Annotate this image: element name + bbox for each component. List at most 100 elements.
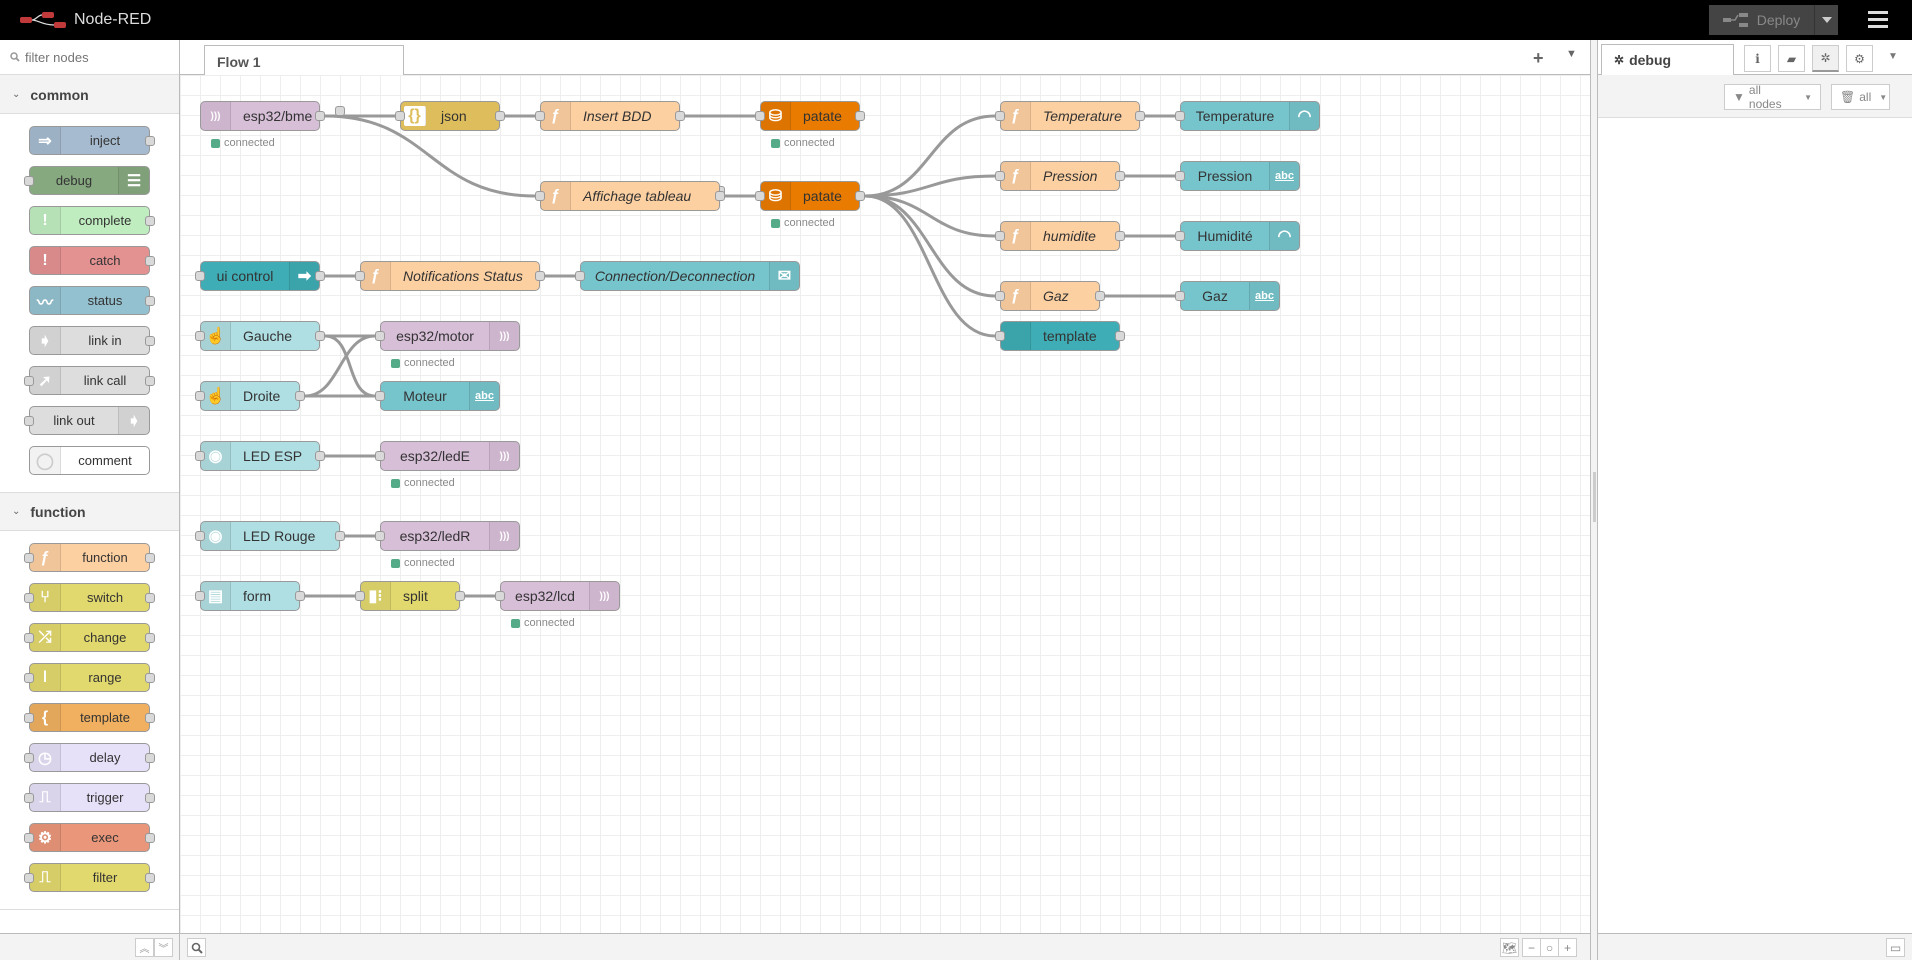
palette-node-filter[interactable]: ⎍filter: [24, 863, 155, 892]
link-wire[interactable]: [324, 334, 376, 398]
input-port[interactable]: [1175, 291, 1185, 301]
input-port[interactable]: [195, 331, 205, 341]
deploy-button[interactable]: Deploy: [1709, 5, 1815, 35]
input-port[interactable]: [355, 271, 365, 281]
link-wire[interactable]: [864, 194, 996, 338]
input-port[interactable]: [1175, 171, 1185, 181]
config-tab-button[interactable]: ⚙: [1846, 45, 1873, 72]
output-port[interactable]: [455, 591, 465, 601]
input-port[interactable]: [355, 591, 365, 601]
input-port[interactable]: [375, 391, 385, 401]
flow-node-esp32-ledr[interactable]: esp32/ledR)))connected: [375, 521, 520, 569]
output-port[interactable]: [1115, 231, 1125, 241]
input-port[interactable]: [755, 191, 765, 201]
palette-node-link-in[interactable]: ➧link in: [29, 326, 155, 355]
add-flow-button[interactable]: +: [1533, 48, 1544, 69]
tab-debug[interactable]: ✲ debug: [1601, 44, 1734, 76]
palette-node-template[interactable]: {template: [24, 703, 155, 732]
palette-node-exec[interactable]: ⚙exec: [24, 823, 155, 852]
output-port[interactable]: [295, 391, 305, 401]
output-port[interactable]: [1135, 111, 1145, 121]
input-port[interactable]: [195, 451, 205, 461]
input-port[interactable]: [995, 331, 1005, 341]
output-port[interactable]: [1095, 291, 1105, 301]
link-wire[interactable]: [864, 114, 996, 198]
zoom-out-button[interactable]: −: [1522, 938, 1541, 957]
link-junction[interactable]: [335, 106, 345, 116]
flow-node-droite[interactable]: ☝Droite: [195, 381, 305, 411]
palette-node-catch[interactable]: !catch: [29, 246, 155, 275]
input-port[interactable]: [1175, 111, 1185, 121]
flow-node-esp32-lede[interactable]: esp32/ledE)))connected: [375, 441, 520, 489]
output-port[interactable]: [1115, 331, 1125, 341]
output-port[interactable]: [715, 191, 725, 201]
debug-filter-button[interactable]: ▼ all nodes ▼: [1724, 83, 1821, 111]
sidebar-menu-button[interactable]: ▼: [1888, 51, 1898, 62]
input-port[interactable]: [375, 531, 385, 541]
input-port[interactable]: [995, 291, 1005, 301]
palette-node-delay[interactable]: ◷delay: [24, 743, 155, 772]
input-port[interactable]: [755, 111, 765, 121]
palette-node-status[interactable]: 〰status: [29, 286, 155, 315]
palette-node-switch[interactable]: ⑂switch: [24, 583, 155, 612]
input-port[interactable]: [995, 171, 1005, 181]
tab-flow-1[interactable]: Flow 1: [204, 45, 404, 76]
link-wire[interactable]: [304, 334, 376, 398]
help-tab-button[interactable]: ▰: [1778, 45, 1805, 72]
sidebar-splitter[interactable]: [1590, 40, 1598, 960]
filter-nodes-input[interactable]: [25, 49, 175, 65]
flow-node-led-esp[interactable]: ◉LED ESP: [195, 441, 325, 471]
flow-node-ui-control[interactable]: ui control➡: [195, 261, 325, 291]
input-port[interactable]: [995, 231, 1005, 241]
palette-category-common[interactable]: ⌄common: [0, 76, 179, 114]
output-port[interactable]: [335, 531, 345, 541]
flow-node-temperature[interactable]: Temperature◠: [1175, 101, 1320, 131]
input-port[interactable]: [375, 331, 385, 341]
main-menu-button[interactable]: [1868, 11, 1888, 29]
output-port[interactable]: [315, 271, 325, 281]
output-port[interactable]: [1115, 171, 1125, 181]
input-port[interactable]: [375, 451, 385, 461]
search-flows-button[interactable]: [187, 938, 206, 957]
zoom-in-button[interactable]: +: [1558, 938, 1577, 957]
clear-debug-button[interactable]: 🗑 all ▼: [1831, 84, 1890, 110]
flow-node-humidit-[interactable]: Humidité◠: [1175, 221, 1300, 251]
flow-node-split[interactable]: ▮⁝split: [355, 581, 465, 611]
input-port[interactable]: [1175, 231, 1185, 241]
output-port[interactable]: [315, 111, 325, 121]
output-port[interactable]: [295, 591, 305, 601]
link-wire[interactable]: [864, 194, 996, 298]
navigator-button[interactable]: 🗺: [1500, 938, 1519, 957]
palette-node-trigger[interactable]: ⎍trigger: [24, 783, 155, 812]
input-port[interactable]: [535, 191, 545, 201]
palette-node-debug[interactable]: debug☰: [24, 166, 150, 195]
flow-node-form[interactable]: ▤form: [195, 581, 305, 611]
splitter-grip[interactable]: [1593, 472, 1596, 522]
info-tab-button[interactable]: i: [1744, 45, 1771, 72]
palette-node-link-out[interactable]: link out➧: [24, 406, 150, 435]
deploy-menu-button[interactable]: [1815, 17, 1838, 23]
input-port[interactable]: [995, 111, 1005, 121]
output-port[interactable]: [495, 111, 505, 121]
flow-node-connection-deconnection[interactable]: Connection/Deconnection✉: [575, 261, 800, 291]
palette-node-complete[interactable]: !complete: [29, 206, 155, 235]
zoom-reset-button[interactable]: ○: [1540, 938, 1559, 957]
link-wire[interactable]: [324, 114, 536, 198]
flow-node-gauche[interactable]: ☝Gauche: [195, 321, 325, 351]
output-port[interactable]: [315, 451, 325, 461]
